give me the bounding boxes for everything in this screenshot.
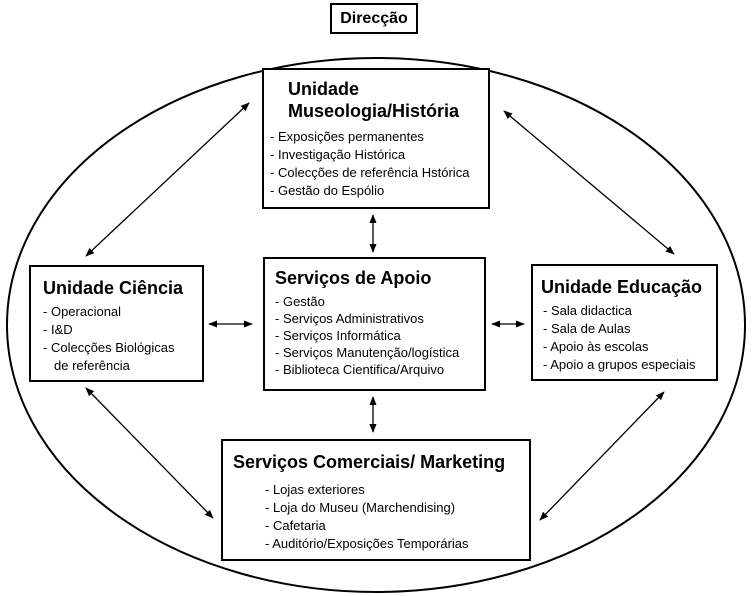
- unit-museologia-title: Unidade Museologia/História: [288, 79, 460, 121]
- arrow-ciencia-comerciais: [85, 387, 214, 519]
- unit-museologia-list: Exposições permanentes Investigação Hist…: [270, 128, 482, 200]
- list-item: Apoio às escolas: [543, 338, 710, 356]
- list-item: Biblioteca Cientifica/Arquivo: [275, 361, 478, 378]
- list-item: Loja do Museu (Marchendising): [265, 499, 523, 517]
- servicos-apoio-box: Serviços de Apoio Gestão Serviços Admini…: [263, 257, 486, 391]
- servicos-apoio-title: Serviços de Apoio: [275, 268, 432, 288]
- list-item: Gestão do Espólio: [270, 182, 482, 200]
- list-item: Colecções de referência Hstórica: [270, 164, 482, 182]
- list-item: Serviços Administrativos: [275, 310, 478, 327]
- direccao-label: Direcção: [330, 3, 418, 34]
- list-item: Lojas exteriores: [265, 481, 523, 499]
- organization-ellipse: [6, 57, 746, 593]
- unit-educacao-title: Unidade Educação: [541, 277, 703, 297]
- unit-ciencia-title: Unidade Ciência: [43, 278, 184, 298]
- unit-museologia-box: Unidade Museologia/História Exposições p…: [262, 68, 490, 209]
- list-item: Gestão: [275, 293, 478, 310]
- unit-educacao-list: Sala didactica Sala de Aulas Apoio às es…: [541, 302, 710, 374]
- servicos-apoio-list: Gestão Serviços Administrativos Serviços…: [275, 293, 478, 378]
- unit-educacao-box: Unidade Educação Sala didactica Sala de …: [531, 264, 718, 381]
- list-item: Operacional: [43, 303, 196, 321]
- servicos-comerciais-box: Serviços Comerciais/ Marketing Lojas ext…: [221, 439, 531, 561]
- list-item: Serviços Informática: [275, 327, 478, 344]
- list-item: Auditório/Exposições Temporárias: [265, 535, 523, 553]
- arrow-educacao-comerciais: [539, 391, 665, 521]
- list-item: Sala de Aulas: [543, 320, 710, 338]
- list-item: Apoio a grupos especiais: [543, 356, 710, 374]
- unit-ciencia-box: Unidade Ciência Operacional I&D Colecçõe…: [29, 265, 204, 382]
- list-item: Investigação Histórica: [270, 146, 482, 164]
- list-item: Serviços Manutenção/logística: [275, 344, 478, 361]
- list-item: I&D: [43, 321, 196, 339]
- arrow-museologia-educacao: [503, 110, 675, 255]
- list-item: Sala didactica: [543, 302, 710, 320]
- servicos-comerciais-title: Serviços Comerciais/ Marketing: [233, 452, 506, 472]
- arrow-ciencia-museologia: [85, 102, 250, 257]
- servicos-comerciais-list: Lojas exteriores Loja do Museu (Marchend…: [233, 481, 523, 553]
- list-item: Cafetaria: [265, 517, 523, 535]
- list-item: Exposições permanentes: [270, 128, 482, 146]
